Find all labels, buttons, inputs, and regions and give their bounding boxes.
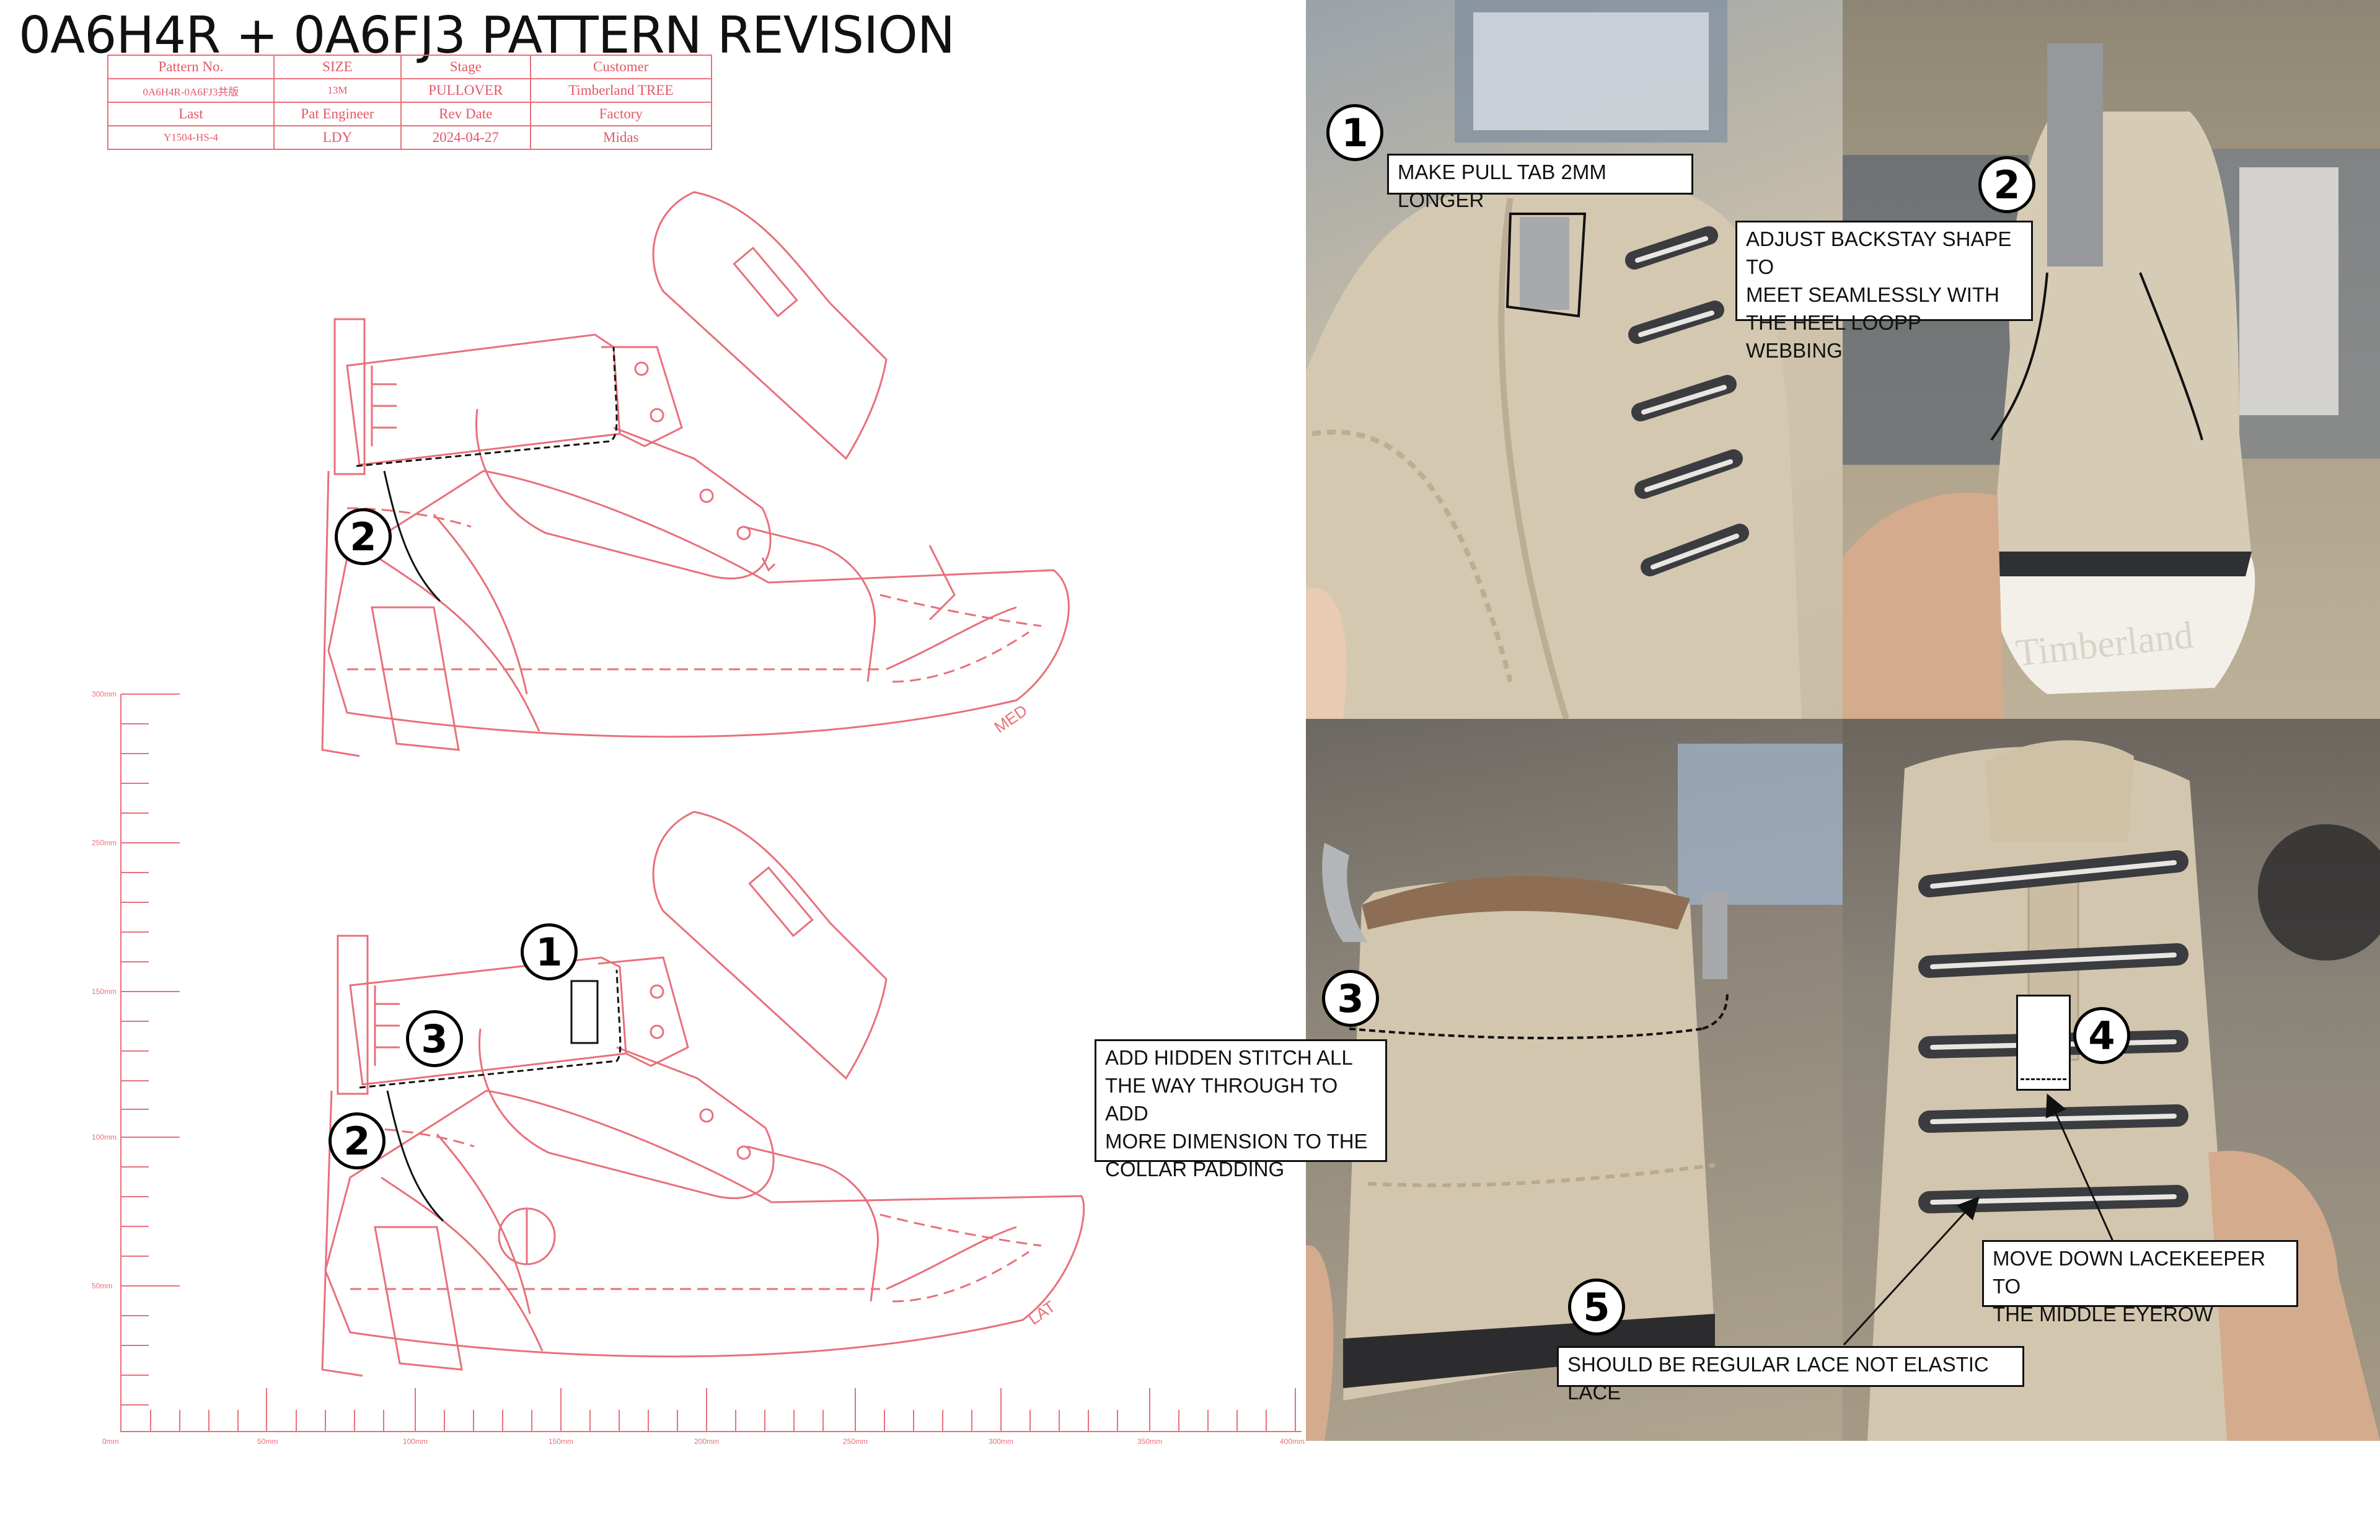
- marker-1-photo: 1: [1326, 104, 1383, 161]
- ruler-x-label: 150mm: [549, 1437, 573, 1446]
- pattern-drawing: MED LAT: [92, 191, 1305, 1446]
- callout-stitch-line: ADD HIDDEN STITCH ALL: [1105, 1046, 1353, 1069]
- lateral-pattern: LAT: [321, 811, 1085, 1377]
- spec-label-pattern-no: Pattern No.: [107, 55, 275, 79]
- medial-label: MED: [990, 701, 1031, 737]
- photo-lace-front: [1843, 719, 2380, 1441]
- spec-value-last: Y1504-HS-4: [107, 125, 275, 150]
- ruler-y-label: 150mm: [92, 987, 117, 996]
- callout-lace: SHOULD BE REGULAR LACE NOT ELASTIC LACE: [1557, 1346, 2024, 1404]
- spec-value-size: 13M: [273, 78, 402, 103]
- callout-pull-tab: MAKE PULL TAB 2MM LONGER: [1387, 154, 1693, 211]
- ruler-y-label: 100mm: [92, 1133, 117, 1142]
- medial-pattern: MED: [321, 191, 1070, 757]
- callout-stitch-line: THE WAY THROUGH TO ADD: [1105, 1074, 1338, 1125]
- ruler-x-label: 350mm: [1137, 1437, 1162, 1446]
- pattern-spec-table: Pattern No. SIZE Stage Customer 0A6H4R-0…: [107, 55, 712, 150]
- callout-stitch-line: MORE DIMENSION TO THE: [1105, 1130, 1368, 1153]
- ruler-x-label: 200mm: [694, 1437, 719, 1446]
- callout-lace-text: SHOULD BE REGULAR LACE NOT ELASTIC LACE: [1567, 1353, 1989, 1404]
- ruler-x-label: 50mm: [257, 1437, 278, 1446]
- callout-lacekeeper: MOVE DOWN LACEKEEPER TO THE MIDDLE EYERO…: [1982, 1240, 2298, 1326]
- callout-backstay: ADJUST BACKSTAY SHAPE TO MEET SEAMLESSLY…: [1735, 221, 2033, 362]
- callout-lacekeeper-line: THE MIDDLE EYEROW: [1993, 1303, 2213, 1326]
- spec-label-rev-date: Rev Date: [400, 102, 531, 126]
- marker-3-pattern: 3: [406, 1010, 463, 1067]
- marker-4-photo: 4: [2073, 1007, 2130, 1064]
- marker-2-medial: 2: [335, 508, 392, 565]
- spec-label-pat-engineer: Pat Engineer: [273, 102, 402, 126]
- ruler-x-label: 400mm: [1280, 1437, 1305, 1446]
- lateral-label: LAT: [1025, 1297, 1059, 1329]
- ruler: [120, 693, 1302, 1432]
- ruler-x-label: 0mm: [102, 1437, 119, 1446]
- spec-value-factory: Midas: [529, 125, 712, 150]
- callout-lacekeeper-line: MOVE DOWN LACEKEEPER TO: [1993, 1247, 2266, 1298]
- spec-value-rev-date: 2024-04-27: [400, 125, 531, 150]
- callout-backstay-line: ADJUST BACKSTAY SHAPE TO: [1746, 227, 2012, 278]
- ruler-x-label: 100mm: [403, 1437, 428, 1446]
- lacekeeper-stitch-line: [2021, 1078, 2066, 1080]
- spec-label-customer: Customer: [529, 55, 712, 79]
- spec-value-pat-engineer: LDY: [273, 125, 402, 150]
- photo-heel-backstay: Timberland: [1843, 0, 2380, 719]
- spec-value-stage: PULLOVER: [400, 78, 531, 103]
- ruler-y-label: 50mm: [92, 1282, 112, 1290]
- callout-pull-tab-text: MAKE PULL TAB 2MM LONGER: [1398, 161, 1606, 211]
- callout-backstay-line: THE HEEL LOOPP WEBBING: [1746, 311, 1921, 362]
- spec-label-size: SIZE: [273, 55, 402, 79]
- spec-value-customer: Timberland TREE: [529, 78, 712, 103]
- callout-stitch-line: COLLAR PADDING: [1105, 1158, 1285, 1181]
- spec-label-factory: Factory: [529, 102, 712, 126]
- marker-2-lateral: 2: [328, 1112, 386, 1169]
- lacekeeper-marker: [2016, 995, 2071, 1091]
- ruler-y-label: 250mm: [92, 838, 117, 847]
- ruler-x-label: 250mm: [843, 1437, 868, 1446]
- ruler-y-label: 300mm: [92, 690, 117, 698]
- marker-5-photo: 5: [1568, 1278, 1625, 1335]
- marker-1-pattern: 1: [521, 923, 578, 980]
- marker-3-photo: 3: [1322, 970, 1379, 1027]
- spec-label-stage: Stage: [400, 55, 531, 79]
- ruler-x-label: 300mm: [989, 1437, 1013, 1446]
- callout-hidden-stitch: ADD HIDDEN STITCH ALL THE WAY THROUGH TO…: [1095, 1039, 1387, 1181]
- photo-side-pull-tab: [1306, 0, 1843, 719]
- marker-2-photo: 2: [1978, 156, 2035, 213]
- callout-backstay-line: MEET SEAMLESSLY WITH: [1746, 283, 1999, 306]
- spec-label-last: Last: [107, 102, 275, 126]
- spec-value-pattern-no: 0A6H4R-0A6FJ3共版: [107, 78, 275, 103]
